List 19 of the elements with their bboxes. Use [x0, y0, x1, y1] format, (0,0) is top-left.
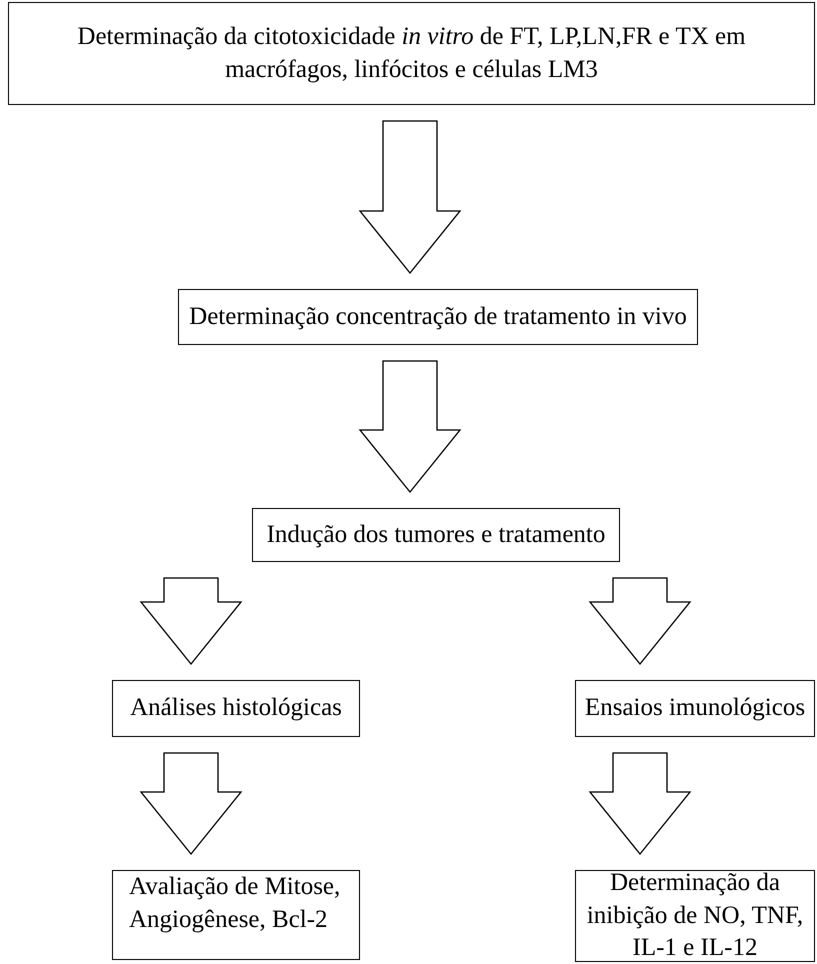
block-arrow [140, 752, 242, 856]
box-text: Determinação concentração de tratamento in vivo [189, 302, 687, 332]
block-arrow [588, 752, 692, 856]
box-text: Análises histológicas [130, 693, 342, 724]
box-text: Ensaios imunológicos [584, 693, 806, 724]
box-text: Determinação da citotoxicidade in vitro de FT, LP,LN,FR e TX em macrófagos, linfócitos e células LM3 [76, 22, 747, 84]
process-box [575, 680, 815, 737]
process-box [252, 508, 620, 562]
process-box [178, 289, 698, 345]
box-text: Indução dos tumores e tratamento [266, 520, 606, 550]
box-text: Determinação da inibição de NO, TNF, IL-1 e IL-12 [586, 868, 804, 964]
process-box [8, 2, 815, 105]
block-arrow [588, 577, 692, 666]
block-arrow [358, 120, 462, 274]
process-box [112, 870, 360, 960]
block-arrow [140, 577, 242, 666]
process-box [112, 680, 360, 737]
block-arrow [358, 360, 462, 494]
box-text: Avaliação de Mitose, Angiogênese, Bcl-2 [129, 872, 342, 934]
